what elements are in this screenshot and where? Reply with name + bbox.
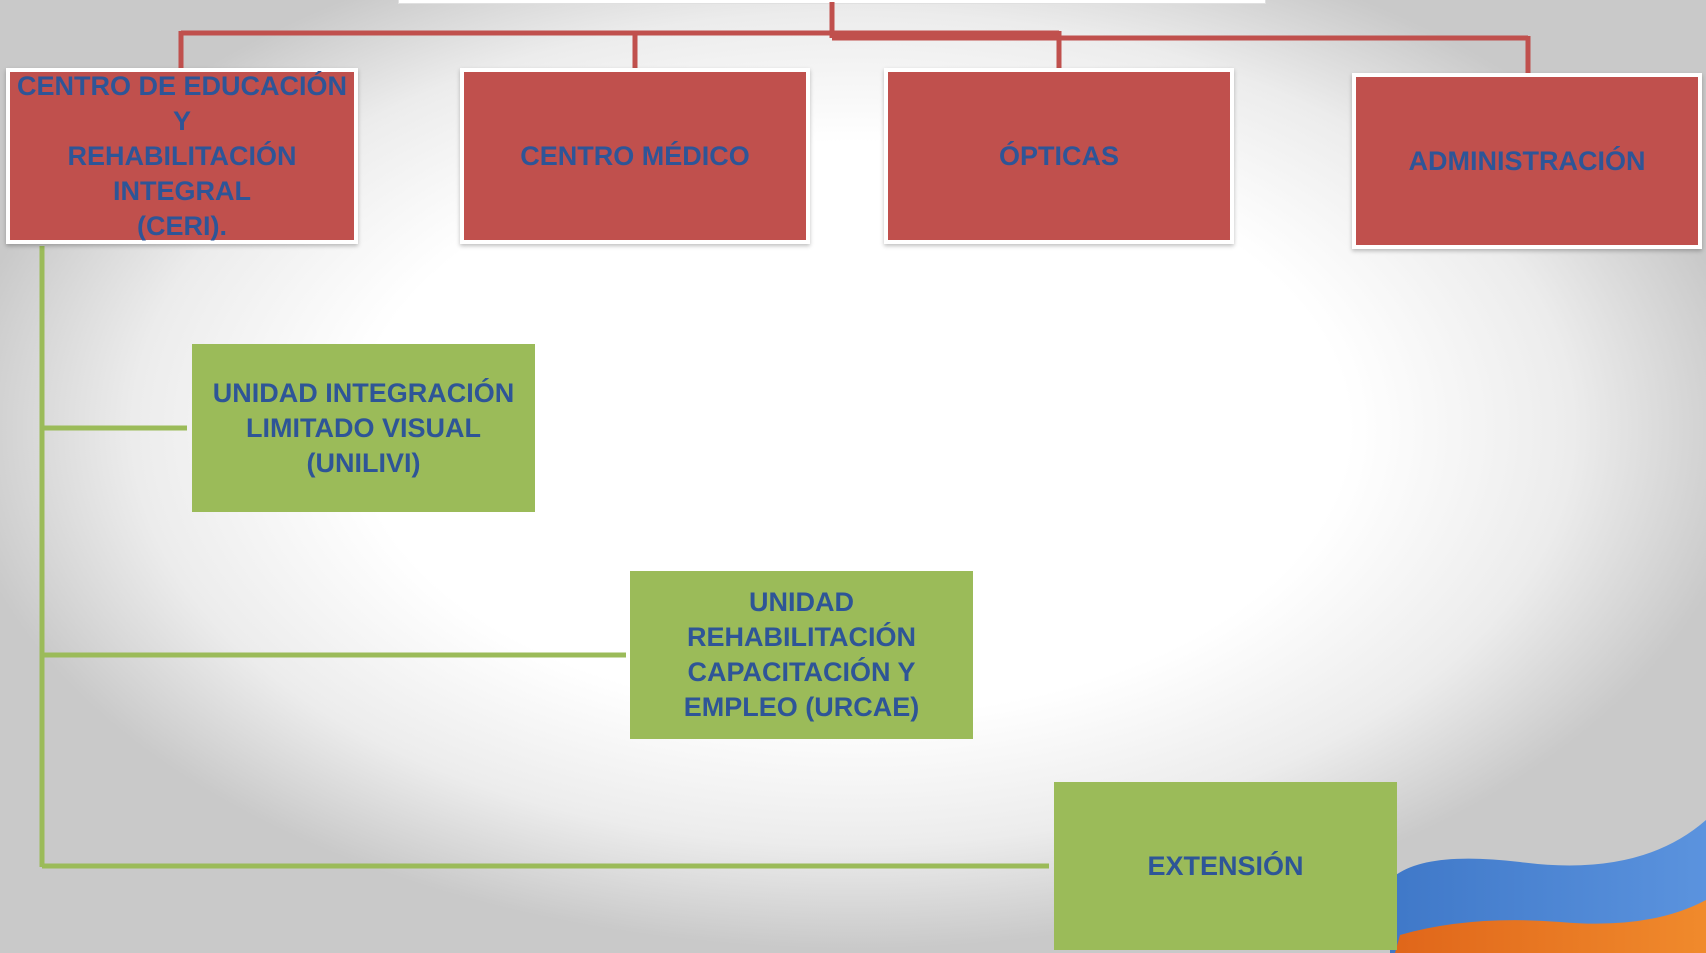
subunit-label-line: CAPACITACIÓN Y xyxy=(687,657,916,687)
top-connectors xyxy=(178,2,1531,77)
subunit-label-line: UNIDAD INTEGRACIÓN xyxy=(212,377,515,408)
unit-box-administracion: ADMINISTRACIÓN xyxy=(1352,73,1702,249)
unit-box-centro-medico: CENTRO MÉDICO xyxy=(460,68,810,244)
subunit-label-line: (UNILIVI) xyxy=(306,447,421,478)
unit-label: ADMINISTRACIÓN xyxy=(1408,145,1646,176)
unit-label-line: REHABILITACIÓN xyxy=(67,140,297,171)
unit-label-line: INTEGRAL xyxy=(113,175,251,206)
unit-label: CENTRO MÉDICO xyxy=(520,140,750,171)
subunit-label: EXTENSIÓN xyxy=(1147,850,1304,881)
subunit-box-urcae: UNIDAD REHABILITACIÓN CAPACITACIÓN Y EMP… xyxy=(630,571,973,739)
sub-connectors xyxy=(39,246,1049,869)
orange-swoosh-decoration xyxy=(1395,900,1706,953)
blue-swoosh-decoration xyxy=(1390,820,1706,953)
subunit-label-line: EMPLEO (URCAE) xyxy=(683,692,920,722)
subunit-box-unilivi: UNIDAD INTEGRACIÓN LIMITADO VISUAL (UNIL… xyxy=(192,344,535,512)
unit-box-opticas: ÓPTICAS xyxy=(884,68,1234,244)
subunit-box-extension: EXTENSIÓN xyxy=(1054,782,1397,950)
subunit-label-line: LIMITADO VISUAL xyxy=(246,412,481,443)
unit-box-ceri: CENTRO DE EDUCACIÓN Y REHABILITACIÓN INT… xyxy=(6,68,358,244)
unit-label-line: CENTRO DE EDUCACIÓN Y xyxy=(16,70,347,136)
subunit-label-line: UNIDAD REHABILITACIÓN xyxy=(687,587,916,652)
unit-label: ÓPTICAS xyxy=(998,140,1119,171)
unit-label-line: (CERI). xyxy=(137,210,227,241)
